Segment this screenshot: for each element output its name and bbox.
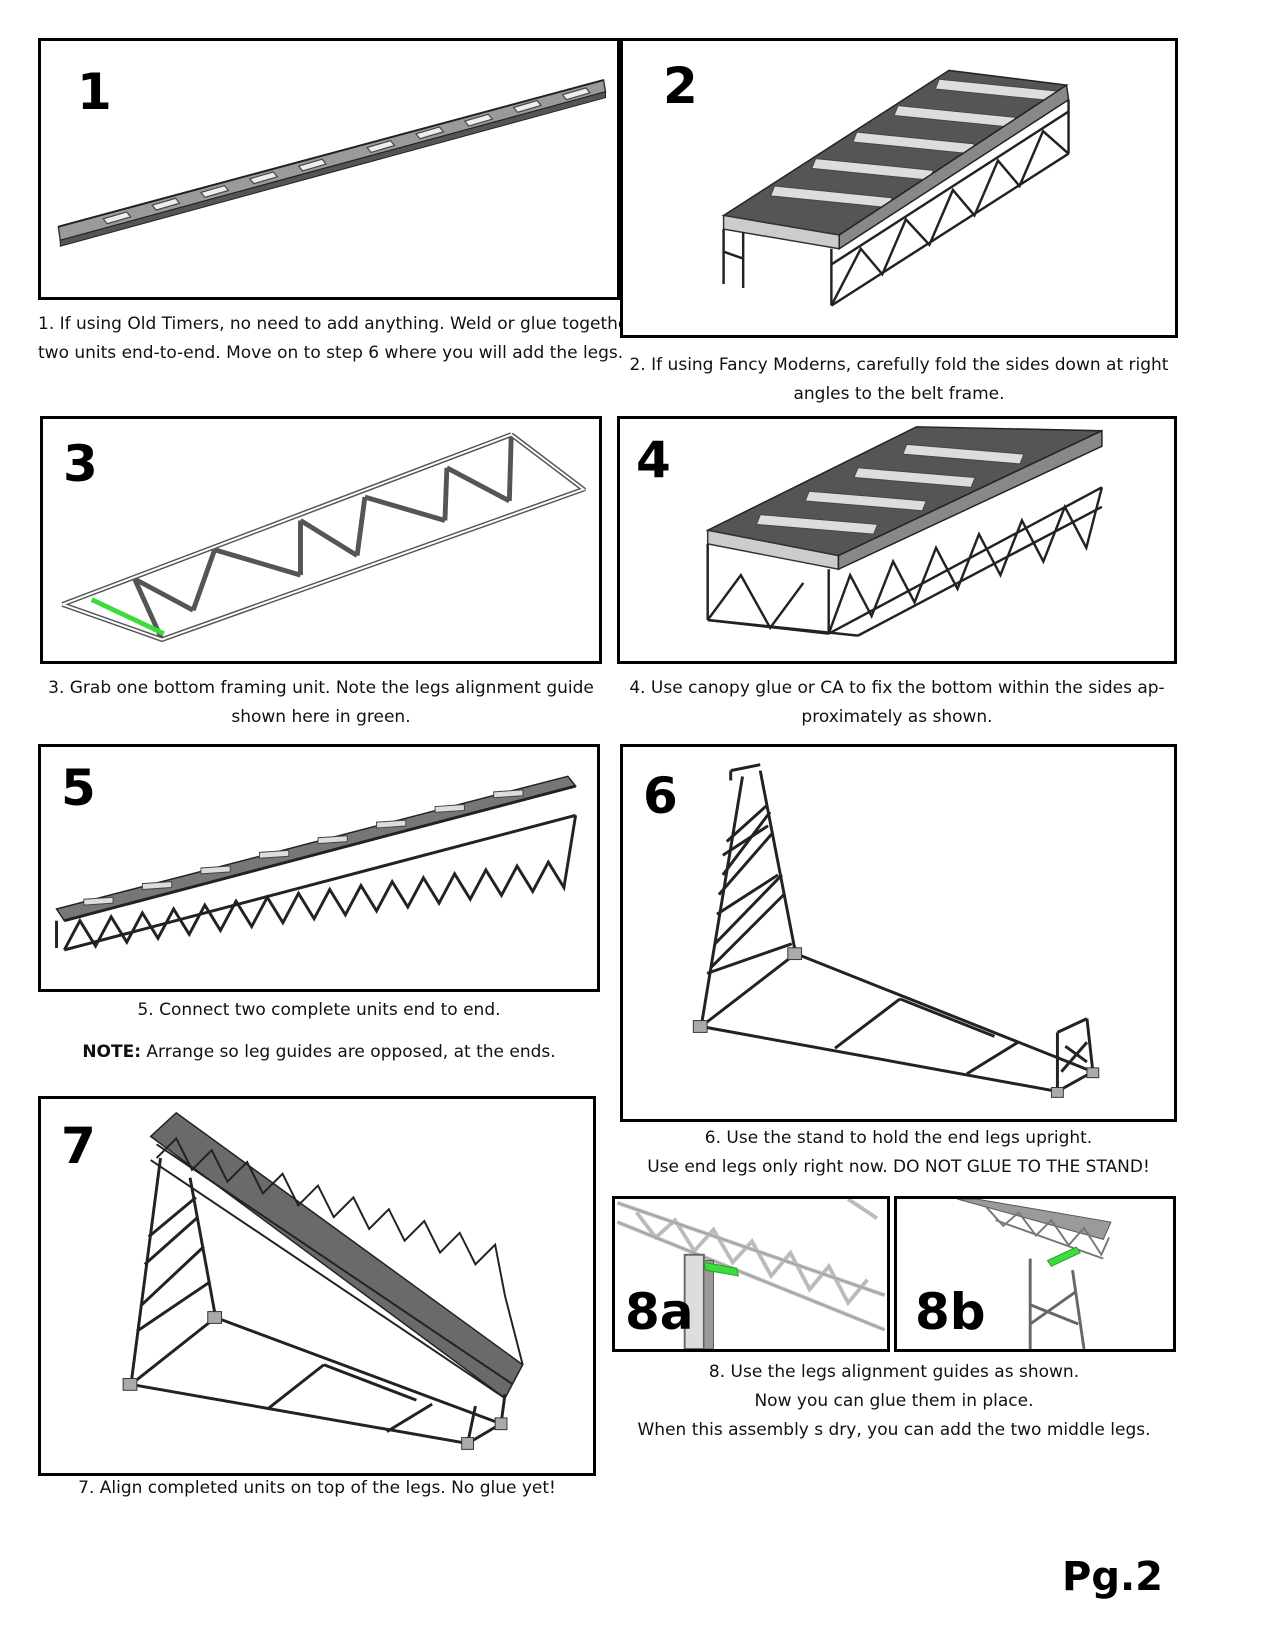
step-1-caption: 1. If using Old Timers, no need to add a… (38, 314, 636, 363)
step-2-caption: 2. If using Fancy Moderns, carefully fol… (629, 355, 1169, 404)
step-8a-panel: 8a (612, 1196, 890, 1352)
step-4-caption: 4. Use canopy glue or CA to fix the bott… (629, 678, 1165, 727)
step-1-number: 1 (77, 63, 112, 121)
step-1-illustration (57, 79, 607, 247)
step-3-caption: 3. Grab one bottom framing unit. Note th… (48, 678, 594, 727)
step-4-illustration (705, 426, 1104, 637)
step-1-panel: 1 (38, 38, 620, 300)
leg-alignment-guide-8b (1046, 1246, 1081, 1267)
step-8b-number: 8b (915, 1283, 986, 1341)
step-5-note: NOTE: Arrange so leg guides are opposed,… (38, 1038, 600, 1067)
step-4-panel: 4 (617, 416, 1177, 664)
step-8b-panel: 8b (894, 1196, 1176, 1352)
step-7-caption: 7. Align completed units on top of the l… (78, 1478, 556, 1498)
step-3-illustration (61, 432, 586, 642)
leg-alignment-guide (90, 597, 165, 636)
step-5-illustration (55, 775, 578, 952)
note-text: Arrange so leg guides are opposed, at th… (141, 1042, 556, 1062)
step-6-number: 6 (643, 767, 678, 825)
step-2-number: 2 (663, 57, 698, 115)
step-5-number: 5 (61, 759, 96, 817)
step-8b-illustration (956, 1199, 1112, 1349)
step-3-number: 3 (63, 435, 98, 493)
step-7-illustration (122, 1111, 524, 1450)
step-8a-illustration (616, 1199, 886, 1349)
step-4-number: 4 (636, 431, 671, 489)
step-8a-number: 8a (625, 1283, 694, 1341)
leg-alignment-guide-8a (703, 1261, 740, 1277)
step-3-panel: 3 (40, 416, 602, 664)
page-number: Pg.2 (1062, 1554, 1163, 1600)
step-5-panel: 5 (38, 744, 600, 992)
step-6-panel: 6 (620, 744, 1177, 1122)
step-8-caption: 8. Use the legs alignment guides as show… (637, 1362, 1151, 1440)
step-5-caption: 5. Connect two complete units end to end… (137, 1000, 501, 1020)
step-7-number: 7 (61, 1117, 96, 1175)
step-2-panel: 2 (620, 38, 1178, 338)
step-6-illustration (692, 763, 1100, 1098)
step-7-panel: 7 (38, 1096, 596, 1476)
note-label: NOTE: (82, 1042, 141, 1062)
step-2-illustration (721, 69, 1070, 307)
step-6-caption: 6. Use the stand to hold the end legs up… (647, 1128, 1150, 1177)
